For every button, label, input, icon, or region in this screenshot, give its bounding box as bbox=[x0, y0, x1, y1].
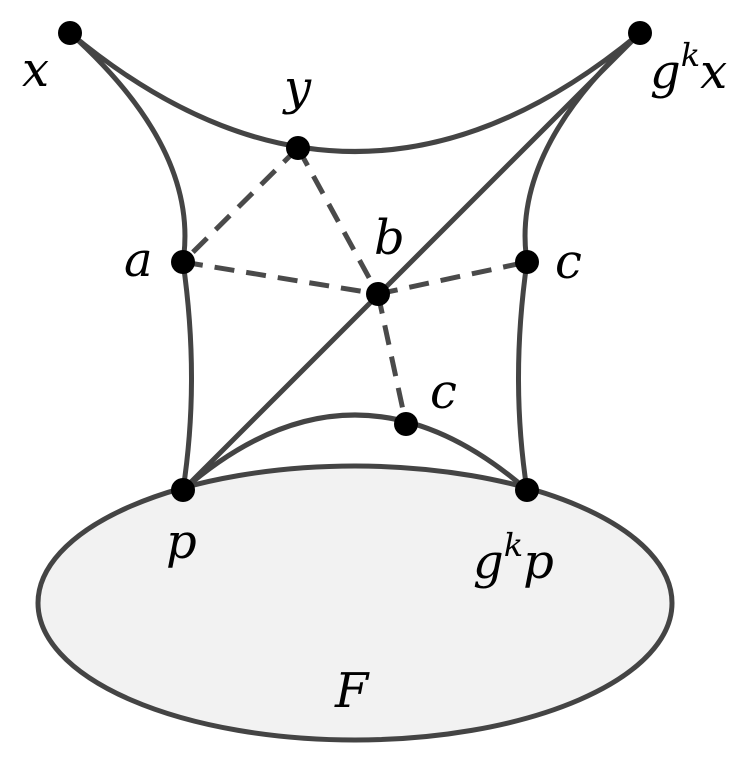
dashed-a-to-b bbox=[182, 259, 379, 297]
node-gkx bbox=[628, 21, 652, 45]
dashed-b-to-c-lower bbox=[375, 293, 409, 425]
label-gkx-sup: k bbox=[681, 36, 700, 74]
label-gkp-sup: k bbox=[504, 526, 523, 564]
node-c-lower bbox=[394, 412, 418, 436]
dashed-y-to-b bbox=[295, 146, 381, 296]
label-c-right: c bbox=[555, 234, 582, 290]
label-gkp: gkp bbox=[473, 526, 554, 590]
node-x bbox=[58, 21, 82, 45]
node-b bbox=[366, 282, 390, 306]
label-a: a bbox=[124, 232, 153, 288]
label-p: p bbox=[166, 514, 197, 570]
label-c-lower: c bbox=[430, 364, 457, 420]
dashed-b-to-c-right bbox=[377, 259, 528, 297]
edge-p-to-gkx-diagonal bbox=[180, 30, 643, 493]
node-c-right bbox=[515, 250, 539, 274]
node-gkp bbox=[515, 478, 539, 502]
dashed-y-to-a bbox=[181, 146, 300, 264]
edge-p-to-gkp-arc bbox=[180, 412, 530, 493]
label-gkx-tail: x bbox=[700, 44, 727, 100]
label-f: F bbox=[334, 663, 370, 719]
node-p bbox=[171, 478, 195, 502]
label-y: y bbox=[282, 60, 312, 116]
node-a bbox=[171, 250, 195, 274]
label-gkp-tail: p bbox=[523, 534, 554, 590]
label-b: b bbox=[374, 210, 405, 266]
region-f-ellipse bbox=[35, 463, 675, 743]
label-x: x bbox=[22, 42, 49, 98]
node-y bbox=[286, 136, 310, 160]
label-gkx: gkx bbox=[650, 36, 727, 100]
label-gkx-base: g bbox=[650, 44, 681, 100]
edge-x-to-gkx bbox=[67, 30, 643, 154]
label-gkp-base: g bbox=[473, 534, 504, 590]
